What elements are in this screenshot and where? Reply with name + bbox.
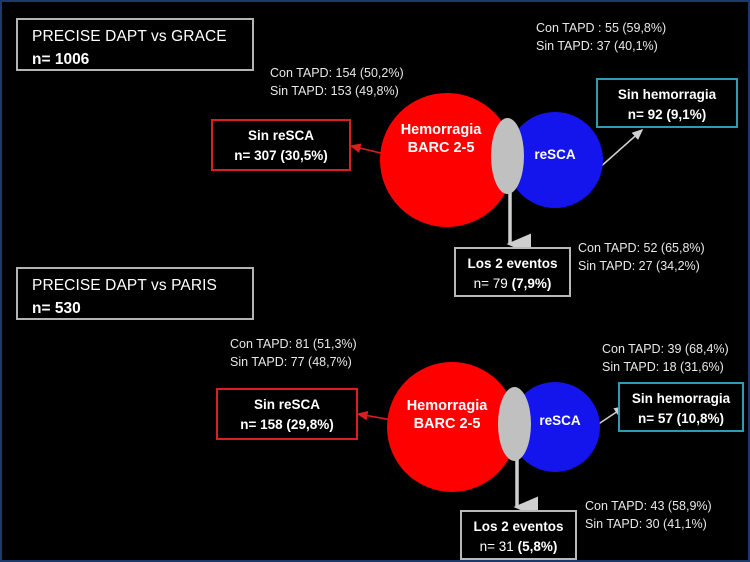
box-los-2-eventos-grace: Los 2 eventos n= 79 (7,9%) xyxy=(454,247,571,297)
stats-paris-top-right-line1: Con TAPD: 39 (68,4%) xyxy=(602,342,729,356)
label-hemorragia-grace-line2: BARC 2-5 xyxy=(407,139,475,156)
box-los-2-eventos-grace-line1: Los 2 eventos xyxy=(467,256,558,271)
label-hemorragia-paris: Hemorragia BARC 2-5 xyxy=(393,398,501,433)
box-sin-hemorragia-paris: Sin hemorragia n= 57 (10,8%) xyxy=(618,382,744,432)
label-hemorragia-paris-line2: BARC 2-5 xyxy=(413,415,481,432)
stats-grace-top-left: Con TAPD: 154 (50,2%) Sin TAPD: 153 (49,… xyxy=(270,65,404,101)
stats-grace-bottom-right: Con TAPD: 52 (65,8%) Sin TAPD: 27 (34,2%… xyxy=(578,240,705,276)
box-sin-hemorragia-paris-line1: Sin hemorragia xyxy=(631,391,731,406)
stats-grace-top-right: Con TAPD : 55 (59,8%) Sin TAPD: 37 (40,1… xyxy=(536,20,666,56)
overlap-lens-paris xyxy=(498,387,531,461)
stats-grace-top-left-line1: Con TAPD: 154 (50,2%) xyxy=(270,66,404,80)
box-los-2-eventos-paris-n: n= 31 xyxy=(479,538,518,554)
title-box-grace: PRECISE DAPT vs GRACE n= 1006 xyxy=(16,18,254,71)
box-los-2-eventos-paris-line1: Los 2 eventos xyxy=(473,519,564,534)
box-sin-resca-paris: Sin reSCA n= 158 (29,8%) xyxy=(216,388,358,440)
stats-paris-bottom-right-line1: Con TAPD: 43 (58,9%) xyxy=(585,499,712,513)
stats-paris-bottom-right-line2: Sin TAPD: 30 (41,1%) xyxy=(585,516,707,531)
stats-grace-top-right-line2: Sin TAPD: 37 (40,1%) xyxy=(536,38,658,53)
stats-grace-bottom-right-line1: Con TAPD: 52 (65,8%) xyxy=(578,241,705,255)
box-los-2-eventos-grace-n: n= 79 xyxy=(473,275,512,291)
box-sin-hemorragia-grace-line2: n= 92 (9,1%) xyxy=(627,106,707,122)
label-resca-grace: reSCA xyxy=(524,147,586,163)
box-los-2-eventos-paris-pct: (5,8%) xyxy=(517,538,558,554)
stats-paris-top-right: Con TAPD: 39 (68,4%) Sin TAPD: 18 (31,6%… xyxy=(602,341,729,377)
box-los-2-eventos-paris-line2: n= 31 (5,8%) xyxy=(472,538,565,556)
circle-hemorragia-paris xyxy=(387,362,517,492)
stats-paris-top-right-line2: Sin TAPD: 18 (31,6%) xyxy=(602,359,724,374)
stats-grace-bottom-right-line2: Sin TAPD: 27 (34,2%) xyxy=(578,258,700,273)
title-paris-line1: PRECISE DAPT vs PARIS xyxy=(32,277,217,294)
overlap-lens-grace xyxy=(491,118,524,194)
stats-paris-top-left-line2: Sin TAPD: 77 (48,7%) xyxy=(230,354,352,369)
box-sin-hemorragia-grace-line1: Sin hemorragia xyxy=(617,87,717,102)
title-grace-line2: n= 1006 xyxy=(32,50,90,68)
box-sin-resca-paris-line2: n= 158 (29,8%) xyxy=(240,416,334,432)
label-resca-paris-text: reSCA xyxy=(539,413,581,428)
box-los-2-eventos-paris: Los 2 eventos n= 31 (5,8%) xyxy=(460,510,577,560)
box-sin-hemorragia-paris-line2: n= 57 (10,8%) xyxy=(638,410,724,426)
label-resca-paris: reSCA xyxy=(530,413,590,429)
box-sin-resca-grace-line1: Sin reSCA xyxy=(247,128,315,143)
box-los-2-eventos-grace-line2: n= 79 (7,9%) xyxy=(466,275,559,293)
stats-paris-bottom-right: Con TAPD: 43 (58,9%) Sin TAPD: 30 (41,1%… xyxy=(585,498,712,534)
label-resca-grace-text: reSCA xyxy=(534,147,576,162)
stats-grace-top-right-line1: Con TAPD : 55 (59,8%) xyxy=(536,21,667,35)
stats-paris-top-left: Con TAPD: 81 (51,3%) Sin TAPD: 77 (48,7%… xyxy=(230,336,357,372)
box-los-2-eventos-grace-pct: (7,9%) xyxy=(511,275,552,291)
box-sin-hemorragia-grace: Sin hemorragia n= 92 (9,1%) xyxy=(596,78,738,128)
label-hemorragia-grace-line1: Hemorragia xyxy=(400,122,482,138)
box-sin-resca-grace: Sin reSCA n= 307 (30,5%) xyxy=(211,119,351,171)
title-grace-line1: PRECISE DAPT vs GRACE xyxy=(32,28,227,45)
label-hemorragia-grace: Hemorragia BARC 2-5 xyxy=(387,122,495,157)
label-hemorragia-paris-line1: Hemorragia xyxy=(406,398,488,414)
title-box-paris: PRECISE DAPT vs PARIS n= 530 xyxy=(16,267,254,320)
title-paris-line2: n= 530 xyxy=(32,299,81,317)
box-sin-resca-paris-line1: Sin reSCA xyxy=(253,397,321,412)
stats-paris-top-left-line1: Con TAPD: 81 (51,3%) xyxy=(230,337,357,351)
box-sin-resca-grace-line2: n= 307 (30,5%) xyxy=(234,147,328,163)
stats-grace-top-left-line2: Sin TAPD: 153 (49,8%) xyxy=(270,83,399,98)
